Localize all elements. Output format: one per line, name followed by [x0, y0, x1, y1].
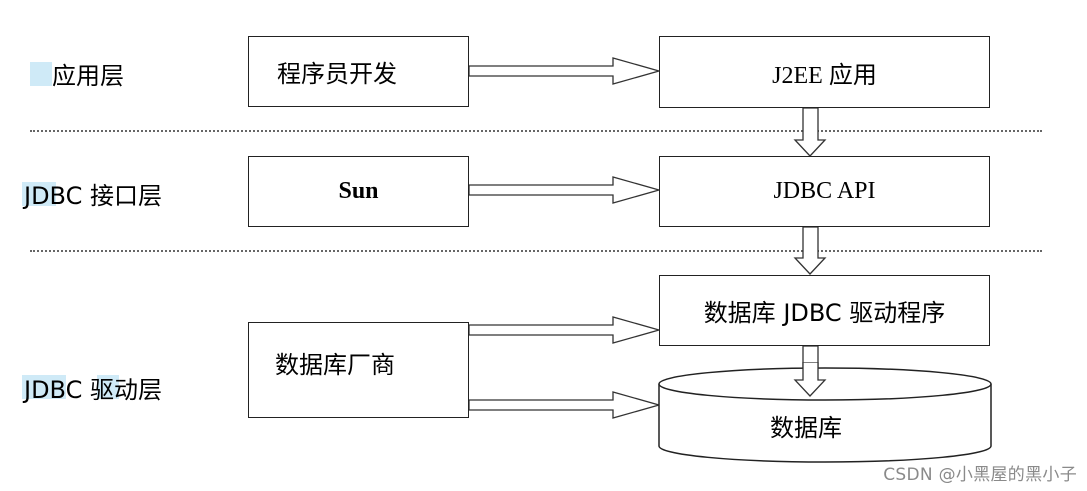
layer-label-driver: JDBC 驱动层 — [24, 376, 162, 404]
j2ee-box-label: J2EE 应用 — [772, 62, 877, 89]
developer-box: 程序员开发 — [248, 36, 469, 107]
database-cylinder — [658, 362, 992, 463]
j2ee-box: J2EE 应用 — [659, 36, 990, 108]
arrow-vendor-to-database — [468, 391, 662, 419]
jdbc-api-box-label: JDBC API — [773, 178, 876, 204]
arrow-jdbc-api-to-driver — [793, 226, 827, 275]
db-driver-box: 数据库 JDBC 驱动程序 — [659, 275, 990, 346]
layer-label-api: JDBC 接口层 — [24, 182, 162, 210]
layer-divider — [30, 250, 1042, 252]
watermark: CSDN @小黑屋的黑小子 — [883, 465, 1077, 485]
db-vendor-box-label: 数据库厂商 — [275, 351, 395, 379]
jdbc-api-box: JDBC API — [659, 156, 990, 227]
layer-divider — [30, 130, 1042, 132]
developer-box-label: 程序员开发 — [277, 60, 397, 88]
arrow-sun-to-jdbc-api — [468, 176, 662, 204]
arrow-vendor-to-driver — [468, 316, 662, 344]
layer-label-app: 应用层 — [52, 62, 124, 90]
db-driver-box-label: 数据库 JDBC 驱动程序 — [703, 299, 946, 327]
database-label: 数据库 — [770, 414, 842, 442]
sun-box-label: Sun — [338, 178, 379, 204]
db-vendor-box: 数据库厂商 — [248, 322, 469, 418]
arrow-j2ee-to-jdbc-api — [793, 107, 827, 157]
arrow-developer-to-j2ee — [468, 57, 662, 85]
sun-box: Sun — [248, 156, 469, 227]
